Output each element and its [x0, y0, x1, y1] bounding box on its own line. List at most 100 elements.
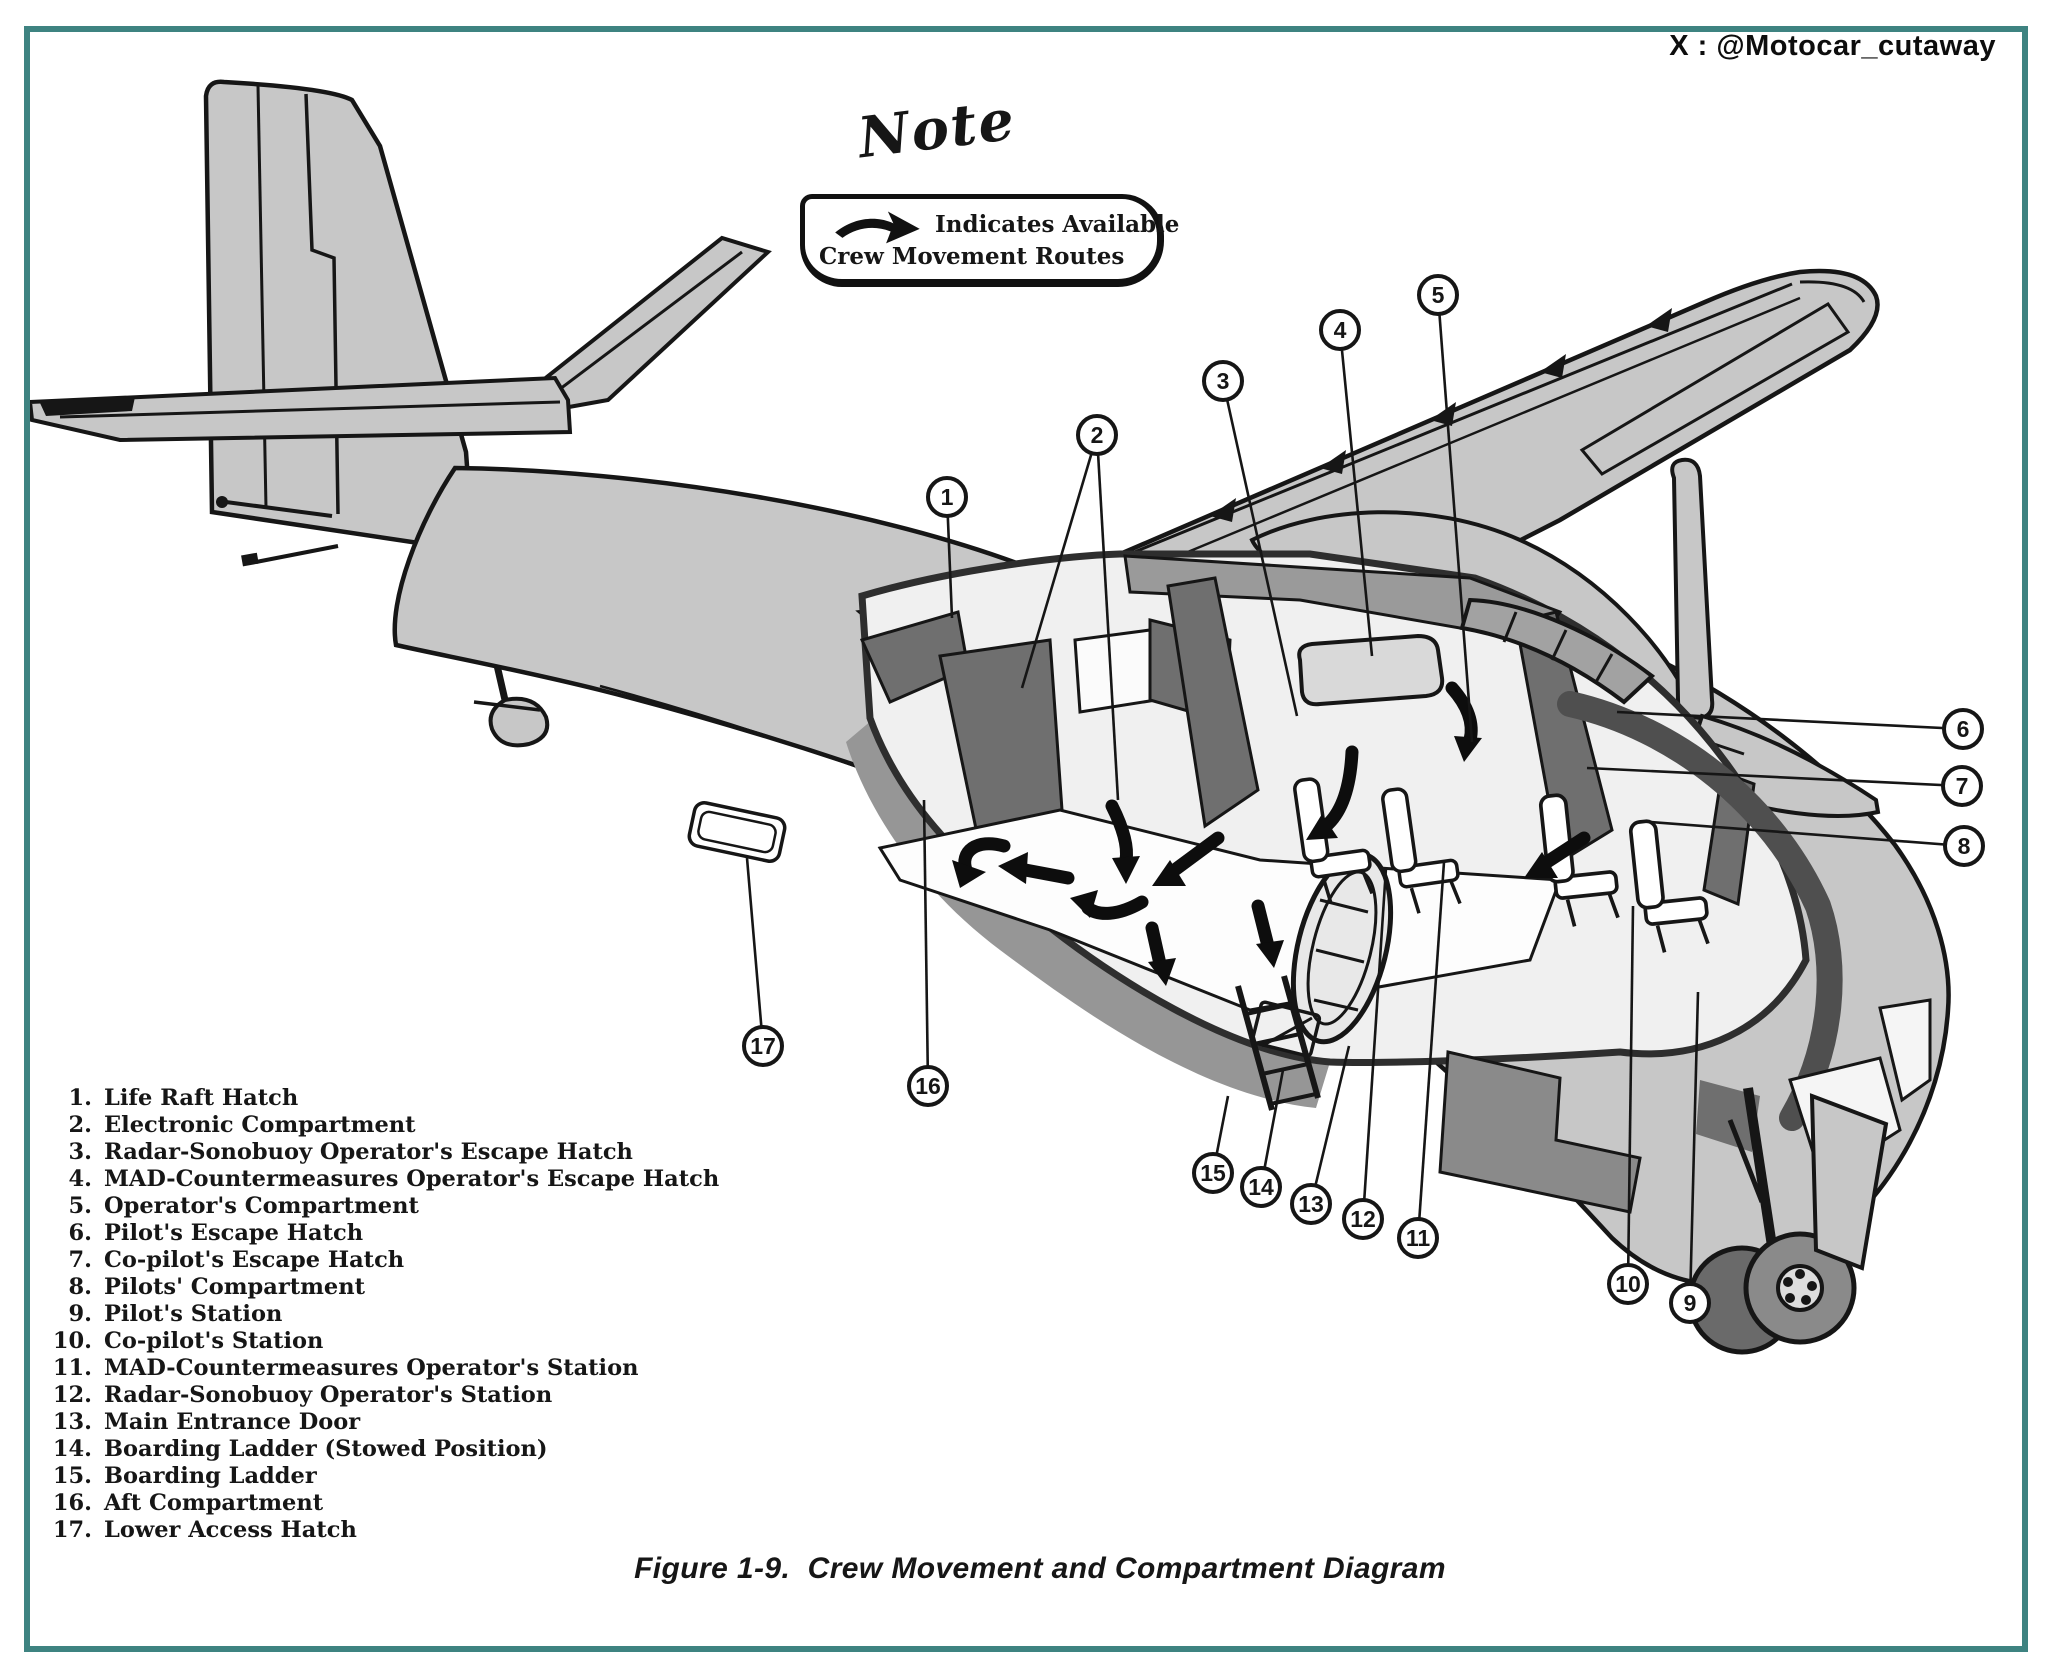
- legend-item: 3.Radar-Sonobuoy Operator's Escape Hatch: [50, 1139, 719, 1166]
- legend-item-label: Main Entrance Door: [104, 1409, 361, 1435]
- movement-arrow: [1537, 831, 1591, 871]
- movement-arrow-head: [1152, 860, 1186, 886]
- callout-leader-7: [1586, 766, 1963, 788]
- callout-leader-2: [1095, 434, 1120, 801]
- callout-leader-4: [1338, 329, 1374, 657]
- legend-item-label: MAD-Countermeasures Operator's Escape Ha…: [104, 1166, 720, 1192]
- callout-leader-17: [745, 857, 765, 1047]
- note-bubble: Indicates Available Crew Movement Routes: [800, 194, 1179, 287]
- gear-door: [1809, 1093, 1889, 1271]
- movement-arrow-head: [998, 852, 1028, 884]
- boarding-ladder-stowed: [1250, 1000, 1322, 1058]
- movement-arrow-head: [1148, 958, 1176, 986]
- callout-number-16: 16: [915, 1073, 941, 1099]
- propeller-blade-upper: [1670, 457, 1715, 721]
- legend-item-number: 7.: [68, 1247, 93, 1273]
- callout-leader-8: [1649, 820, 1965, 848]
- callout-number-3: 3: [1217, 368, 1230, 394]
- legend-item: 13. Main Entrance Door: [50, 1409, 719, 1436]
- callout-leader-13: [1309, 1045, 1351, 1205]
- callout-number-11: 11: [1406, 1225, 1431, 1251]
- nose-landing-gear: [1687, 1080, 1889, 1355]
- callout-number-10: 10: [1615, 1271, 1641, 1297]
- callout-leader-9: [1688, 991, 1700, 1304]
- callout-number-17: 17: [750, 1033, 776, 1059]
- legend-item-label: Boarding Ladder (Stowed Position): [104, 1436, 548, 1462]
- callout-leader-6: [1616, 710, 1964, 731]
- legend-item-number: 3.: [68, 1139, 93, 1165]
- callout-circle-14: [1240, 1166, 1282, 1208]
- callout-circle-17: [742, 1025, 784, 1067]
- tail-antennas: [216, 496, 339, 567]
- callout-circle-8: [1943, 825, 1985, 867]
- movement-arrow-head: [1256, 940, 1284, 968]
- callout-circle-4: [1319, 309, 1361, 351]
- callout-number-7: 7: [1956, 773, 1969, 799]
- legend-item-label: Lower Access Hatch: [104, 1517, 357, 1543]
- callout-leader-3: [1221, 380, 1299, 717]
- legend-item: 12.Radar-Sonobuoy Operator's Station: [50, 1382, 719, 1409]
- callout-number-2: 2: [1091, 422, 1104, 448]
- movement-arrow: [1105, 799, 1133, 867]
- note-text-line1: Indicates Available: [935, 211, 1180, 238]
- legend-item-label: Operator's Compartment: [104, 1193, 419, 1219]
- legend-item-number: 13.: [52, 1409, 92, 1435]
- legend-item: 8.Pilots' Compartment: [50, 1274, 719, 1301]
- lower-access-hatch-outline: [687, 801, 787, 863]
- callout-number-8: 8: [1958, 833, 1971, 859]
- legend-item-number: 15.: [52, 1463, 92, 1489]
- legend-item: 9. Pilot's Station: [50, 1301, 719, 1328]
- gear-bay: [1696, 1080, 1760, 1152]
- legend-item-number: 4.: [68, 1166, 93, 1192]
- callout-circle-3: [1202, 360, 1244, 402]
- legend-item-label: Boarding Ladder: [104, 1463, 317, 1489]
- movement-arrow-head: [1524, 852, 1558, 878]
- legend-item: 6.Pilot's Escape Hatch: [50, 1220, 719, 1247]
- legend-item: 14.Boarding Ladder (Stowed Position): [50, 1436, 719, 1463]
- aileron-outline: [1579, 302, 1851, 476]
- movement-arrow-head: [1070, 890, 1098, 918]
- note-text-line2: Crew Movement Routes: [819, 243, 1125, 270]
- operator-escape-hatch-panel: [1297, 633, 1445, 707]
- legend-item-number: 6.: [68, 1220, 93, 1246]
- legend-item-label: Electronic Compartment: [104, 1112, 416, 1138]
- legend-item-label: Life Raft Hatch: [104, 1085, 299, 1111]
- callout-circle-5: [1417, 274, 1459, 316]
- wingtip-line: [1799, 280, 1866, 303]
- movement-arrow-head: [952, 860, 986, 888]
- crew-movement-arrows: [952, 681, 1591, 986]
- nose-cut-opening-2: [1878, 998, 1932, 1103]
- legend-item-label: MAD-Countermeasures Operator's Station: [104, 1355, 639, 1381]
- legend-item: 7.Co-pilot's Escape Hatch: [50, 1247, 719, 1274]
- callout-circle-11: [1397, 1217, 1439, 1259]
- movement-arrow: [1013, 862, 1075, 885]
- legend-item-number: 10.: [52, 1328, 92, 1354]
- legend-item-number: 1.: [68, 1085, 93, 1111]
- callout-leader-12: [1361, 867, 1388, 1220]
- legend-item: 10. Co-pilot's Station: [50, 1328, 719, 1355]
- wing-leading-edge-ticks: [1210, 308, 1672, 522]
- legend-item: 5.Operator's Compartment: [50, 1193, 719, 1220]
- legend-item-number: 9.: [68, 1301, 93, 1327]
- callout-circle-15: [1192, 1152, 1234, 1194]
- legend-item-number: 17.: [52, 1517, 92, 1543]
- watermark-handle: X : @Motocar_cutaway: [1669, 30, 1996, 62]
- callout-circle-2: [1076, 414, 1118, 456]
- legend-item-label: Co-pilot's Station: [104, 1328, 324, 1354]
- callout-circle-16: [907, 1065, 949, 1107]
- callout-circle-9: [1669, 1282, 1711, 1324]
- callout-circle-1: [926, 476, 968, 518]
- elevator-tip-balance: [40, 397, 135, 416]
- legend-item-label: Pilots' Compartment: [104, 1274, 365, 1300]
- movement-arrow: [1165, 831, 1225, 879]
- sonobuoy-bay: [1438, 1050, 1642, 1214]
- movement-arrow-head: [1454, 736, 1482, 762]
- figure-caption: Figure 1-9. Crew Movement and Compartmen…: [634, 1552, 1446, 1585]
- callout-circle-10: [1607, 1263, 1649, 1305]
- legend-item-label: Pilot's Station: [104, 1301, 283, 1327]
- canopy-frame: [1459, 597, 1656, 705]
